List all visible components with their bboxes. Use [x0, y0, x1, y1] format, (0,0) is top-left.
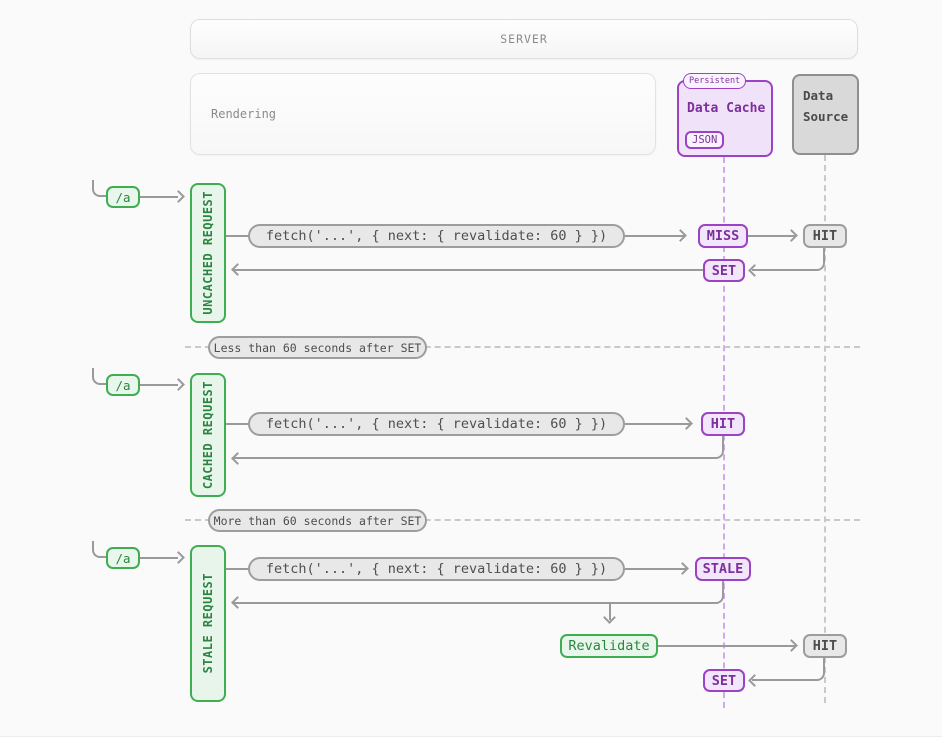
fetch-call-pill: fetch('...', { next: { revalidate: 60 } …	[248, 224, 625, 248]
arrow-line	[625, 423, 691, 425]
separator-line	[185, 346, 860, 348]
arrow-head-right	[785, 229, 798, 242]
cache-set-pill: SET	[703, 669, 745, 692]
arrow-head-right	[172, 190, 185, 203]
arrow-line	[625, 568, 687, 570]
cache-miss-pill: MISS	[698, 224, 748, 248]
separator-label: Less than 60 seconds after SET	[208, 336, 427, 359]
arrow-line	[140, 557, 178, 559]
return-elbow	[752, 657, 825, 681]
arrow-line	[658, 645, 796, 647]
return-elbow	[752, 247, 825, 271]
data-source-box: Data Source	[792, 74, 859, 155]
request-lane-uncached: UNCACHED REQUEST	[190, 183, 226, 323]
request-lane-label: UNCACHED REQUEST	[201, 191, 215, 315]
arrow-head-right	[785, 639, 798, 652]
arrow-head-down	[603, 611, 616, 624]
revalidate-branch-line	[609, 604, 611, 620]
bottom-strip	[0, 736, 942, 741]
arrow-head-right	[680, 417, 693, 430]
request-lane-stale: STALE REQUEST	[190, 545, 226, 702]
route-tag: /a	[106, 186, 140, 208]
request-lane-cached: CACHED REQUEST	[190, 373, 226, 497]
route-tag: /a	[106, 374, 140, 396]
return-elbow	[232, 435, 724, 459]
route-connector-elbow	[92, 541, 106, 558]
return-line	[232, 269, 703, 271]
connector-stub	[226, 235, 252, 237]
return-elbow	[232, 580, 724, 604]
cache-set-pill: SET	[703, 259, 745, 282]
data-cache-box: Persistent Data Cache JSON	[677, 73, 773, 157]
route-tag: /a	[106, 547, 140, 569]
request-lane-label: CACHED REQUEST	[201, 380, 215, 490]
arrow-line	[140, 384, 178, 386]
separator-label: More than 60 seconds after SET	[208, 509, 427, 532]
data-source-lifeline	[824, 155, 826, 703]
route-connector-elbow	[92, 180, 106, 197]
data-cache-title: Data Cache	[687, 101, 766, 116]
separator-line	[185, 519, 860, 521]
persistent-badge: Persistent	[683, 73, 747, 89]
revalidate-pill: Revalidate	[560, 634, 658, 658]
json-tag: JSON	[685, 131, 725, 149]
cache-stale-pill: STALE	[695, 557, 751, 581]
arrow-line	[140, 196, 178, 198]
arrow-head-right	[674, 229, 687, 242]
arrow-head-right	[172, 378, 185, 391]
arrow-head-left	[231, 263, 244, 276]
source-hit-pill: HIT	[803, 224, 847, 248]
server-header: SERVER	[190, 19, 858, 59]
request-lane-label: STALE REQUEST	[201, 573, 215, 674]
route-connector-elbow	[92, 368, 106, 385]
arrow-head-right	[676, 562, 689, 575]
connector-stub	[226, 423, 252, 425]
fetch-call-pill: fetch('...', { next: { revalidate: 60 } …	[248, 557, 625, 581]
connector-stub	[226, 568, 252, 570]
arrow-line	[748, 235, 796, 237]
fetch-call-pill: fetch('...', { next: { revalidate: 60 } …	[248, 412, 625, 436]
cache-hit-pill: HIT	[701, 412, 745, 436]
arrow-line	[625, 235, 685, 237]
arrow-head-right	[172, 551, 185, 564]
source-hit-pill: HIT	[803, 634, 847, 658]
rendering-box: Rendering	[190, 73, 656, 155]
